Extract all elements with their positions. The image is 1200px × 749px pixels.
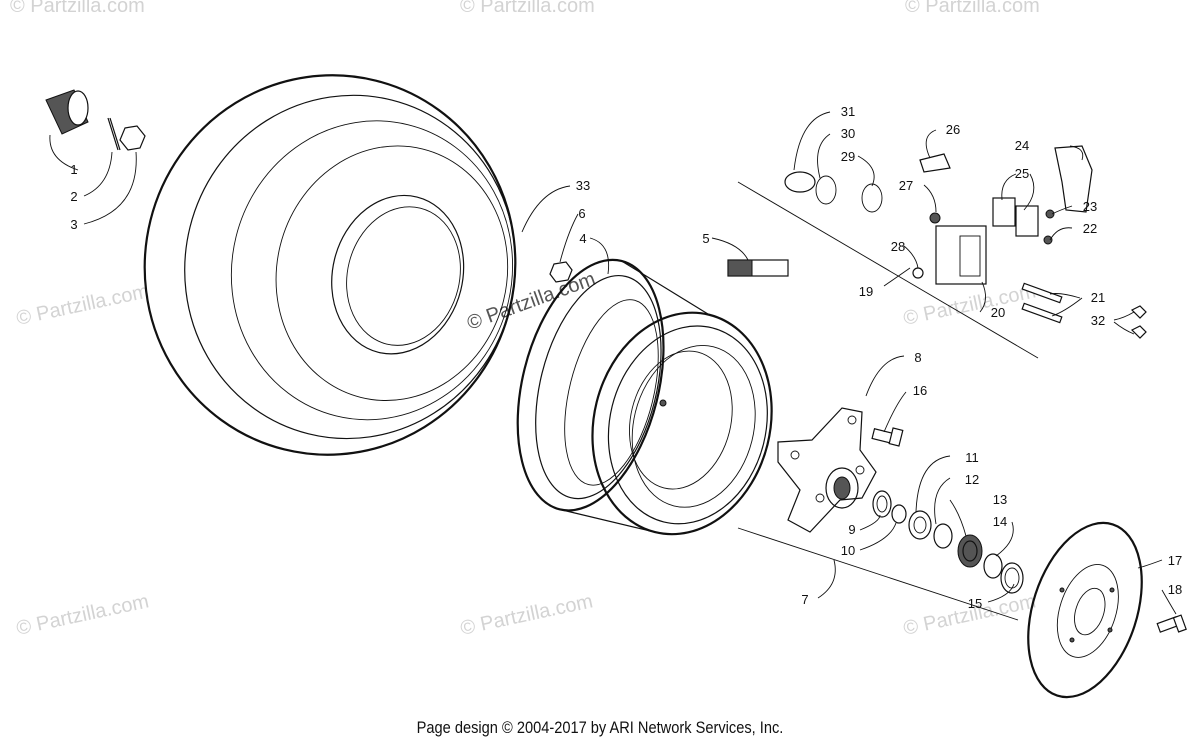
callout-15[interactable]: 15	[968, 596, 982, 611]
caliper-assembly-illustration	[784, 145, 1147, 339]
bolt-18-illustration	[1156, 614, 1187, 633]
callouts: 1 2 3 4 5 6 7 8 9 10 11 12 13 14 15 16 1…	[70, 104, 1182, 611]
callout-20[interactable]: 20	[991, 305, 1005, 320]
callout-23[interactable]: 23	[1083, 199, 1097, 214]
watermark: © Partzilla.com	[460, 0, 595, 17]
parts-diagram: © Partzilla.com © Partzilla.com © Partzi…	[10, 0, 1187, 699]
callout-17[interactable]: 17	[1168, 553, 1182, 568]
callout-13[interactable]: 13	[993, 492, 1007, 507]
watermark: © Partzilla.com	[14, 590, 150, 640]
page-footer-copyright: Page design © 2004-2017 by ARI Network S…	[416, 718, 784, 737]
watermark: © Partzilla.com	[905, 0, 1040, 17]
hub-illustration	[777, 407, 877, 533]
callout-31[interactable]: 31	[841, 104, 855, 119]
callout-14[interactable]: 14	[993, 514, 1007, 529]
watermark: © Partzilla.com	[10, 0, 145, 17]
callout-7[interactable]: 7	[801, 592, 808, 607]
callout-19[interactable]: 19	[859, 284, 873, 299]
watermarks: © Partzilla.com © Partzilla.com © Partzi…	[10, 0, 1040, 640]
callout-8[interactable]: 8	[914, 350, 921, 365]
callout-22[interactable]: 22	[1083, 221, 1097, 236]
brake-disc-illustration	[1027, 521, 1143, 699]
callout-30[interactable]: 30	[841, 126, 855, 141]
watermark: © Partzilla.com	[464, 268, 598, 335]
callout-18[interactable]: 18	[1168, 582, 1182, 597]
callout-3[interactable]: 3	[70, 217, 77, 232]
wheel-rim-illustration	[516, 258, 773, 536]
bearing-stack-illustration	[872, 490, 1024, 594]
group-brackets	[737, 181, 1039, 621]
leader-lines	[49, 111, 1177, 615]
watermark: © Partzilla.com	[14, 280, 150, 330]
callout-4[interactable]: 4	[579, 231, 586, 246]
callout-21[interactable]: 21	[1091, 290, 1105, 305]
callout-27[interactable]: 27	[899, 178, 913, 193]
callout-24[interactable]: 24	[1015, 138, 1029, 153]
callout-33[interactable]: 33	[576, 178, 590, 193]
callout-26[interactable]: 26	[946, 122, 960, 137]
tire-illustration	[143, 74, 517, 456]
callout-6[interactable]: 6	[578, 206, 585, 221]
callout-11[interactable]: 11	[965, 450, 979, 465]
callout-16[interactable]: 16	[913, 383, 927, 398]
callout-12[interactable]: 12	[965, 472, 979, 487]
watermark: © Partzilla.com	[901, 280, 1037, 330]
callout-28[interactable]: 28	[891, 239, 905, 254]
front-parts-illustration	[45, 89, 789, 283]
watermark: © Partzilla.com	[458, 590, 594, 640]
bolt-16-illustration	[871, 427, 904, 447]
callout-10[interactable]: 10	[841, 543, 855, 558]
callout-32[interactable]: 32	[1091, 313, 1105, 328]
callout-25[interactable]: 25	[1015, 166, 1029, 181]
callout-9[interactable]: 9	[848, 522, 855, 537]
callout-29[interactable]: 29	[841, 149, 855, 164]
callout-1[interactable]: 1	[70, 162, 77, 177]
callout-2[interactable]: 2	[70, 189, 77, 204]
callout-5[interactable]: 5	[702, 231, 709, 246]
